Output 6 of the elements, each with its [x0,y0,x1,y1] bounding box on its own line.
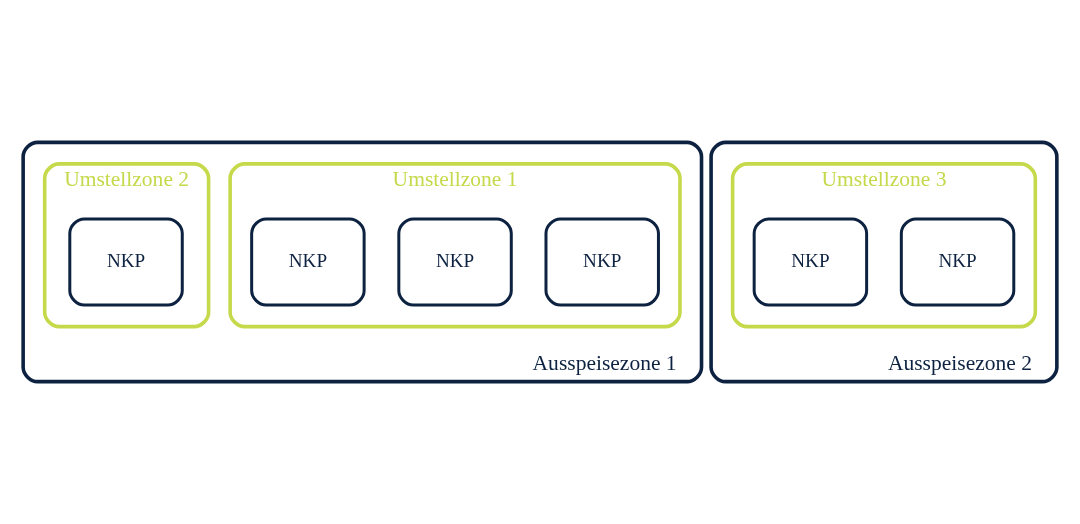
node-box: NKP [397,217,513,307]
node-box: NKP [899,217,1016,307]
node-box: NKP [544,217,660,307]
node-box: NKP [752,217,869,307]
node-box: NKP [250,217,366,307]
node-box: NKP [68,217,184,307]
